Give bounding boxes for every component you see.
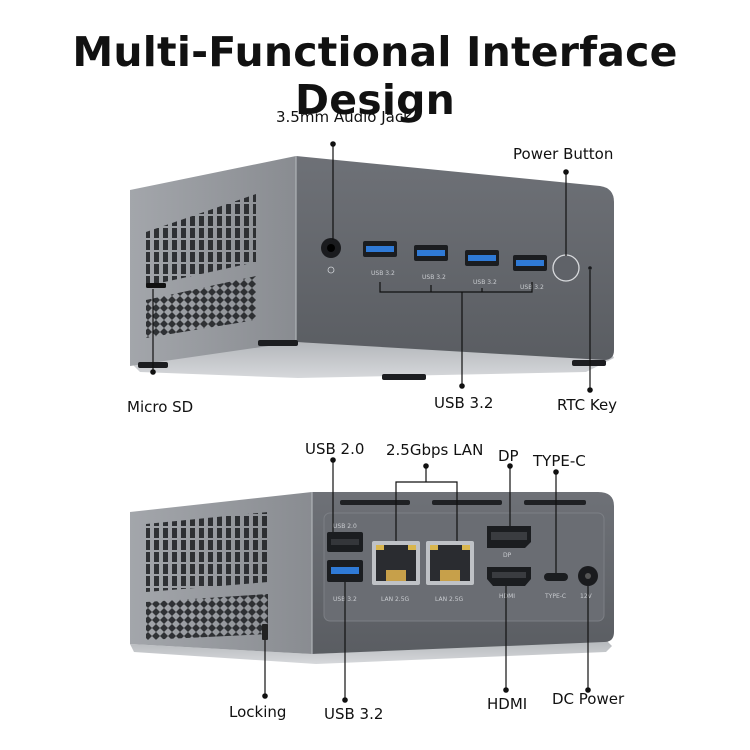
back-callout-lines [262,457,591,703]
callout-power-button: Power Button [513,145,614,163]
callout-dc-power: DC Power [552,690,625,708]
front-view-device: USB 3.2 USB 3.2 USB 3.2 USB 3.2 [130,156,614,380]
callout-hdmi: HDMI [487,695,528,713]
callout-usb20: USB 2.0 [305,440,365,458]
front-usb32-ports: USB 3.2 USB 3.2 USB 3.2 USB 3.2 [363,241,547,291]
dp-port-label: DP [503,552,512,559]
hdmi-port [487,567,531,586]
front-callout-lines [150,141,593,393]
back-view-device: USB 2.0 USB 3.2 LAN 2.5G LAN 2.5G DP [130,492,614,664]
security-lock-slot [262,624,268,640]
side-vents-back [146,512,268,640]
lan-port-label: LAN 2.5G [381,596,410,603]
lan-port [426,541,474,585]
callout-usb32-back: USB 3.2 [324,705,384,723]
usb-port-label: USB 3.2 [473,279,497,286]
usb32-port [363,241,397,257]
rtc-key-hole [588,266,592,270]
hdmi-port-label: HDMI [499,593,515,600]
usb32-port [513,255,547,271]
dc-port-label: 12V [580,593,593,600]
callout-usb32-front: USB 3.2 [434,394,494,412]
typec-port [544,573,568,581]
usb32-port [327,560,363,582]
lan-port-label: LAN 2.5G [435,596,464,603]
dc-power-jack [578,566,598,586]
callout-micro-sd: Micro SD [127,398,194,416]
micro-sd-slot [146,283,166,288]
usb20-port-label: USB 2.0 [333,523,357,530]
audio-jack-port [321,238,341,274]
usb32-port [414,245,448,261]
usb20-port [327,532,363,552]
usb-port-label: USB 3.2 [422,274,446,281]
callout-audio-jack: 3.5mm Audio Jack [276,108,412,126]
callout-locking: Locking [229,703,287,721]
typec-port-label: TYPE-C [544,593,566,600]
power-button [552,254,580,282]
lan-port [372,541,420,585]
page-title: Multi-Functional Interface Design [72,28,678,124]
callout-typec: TYPE-C [533,452,586,470]
side-vents-front [146,194,256,338]
usb32-port [465,250,499,266]
usb-port-label: USB 3.2 [371,270,395,277]
callout-lan: 2.5Gbps LAN [386,441,484,459]
displayport-port [487,526,531,548]
callout-rtc-key: RTC Key [557,396,618,414]
callout-dp: DP [498,447,519,465]
